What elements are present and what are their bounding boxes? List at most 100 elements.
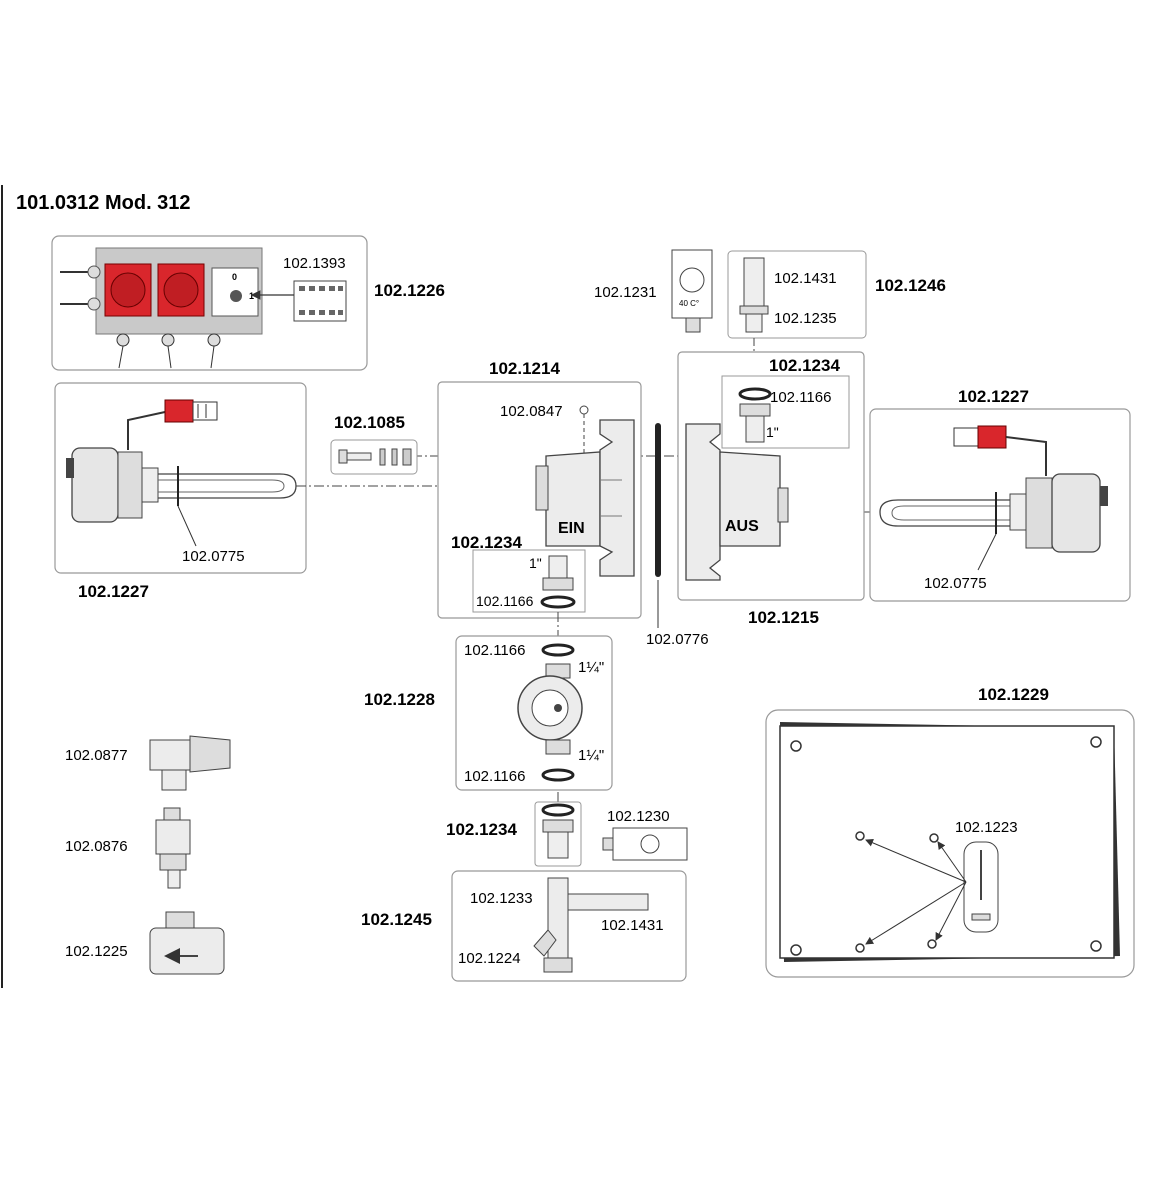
thermostat-1231-stem bbox=[685, 317, 701, 333]
label-102-1431-b: 102.1431 bbox=[601, 917, 664, 934]
bolt-washer-2 bbox=[391, 448, 398, 466]
valve-0877-group: 102.0877 bbox=[65, 735, 231, 791]
valve-1225-cap bbox=[165, 911, 195, 929]
cable-gland-2 bbox=[87, 297, 101, 311]
label-102-1215: 102.1215 bbox=[748, 608, 819, 627]
bolt-nut bbox=[402, 448, 412, 466]
vent-0876-cap bbox=[163, 807, 181, 821]
thermostat-temp-label: 40 C° bbox=[679, 299, 699, 308]
heater-left-frame bbox=[54, 382, 307, 574]
label-102-1228: 102.1228 bbox=[364, 690, 435, 709]
pump-seal-top bbox=[541, 643, 575, 657]
fitting-1234-a-thread bbox=[548, 555, 568, 579]
label-inch-1-a: 1" bbox=[529, 555, 542, 571]
label-ein: EIN bbox=[558, 520, 585, 537]
sleeve-1246-group: 102.1431 102.1235 102.1246 bbox=[727, 250, 946, 380]
label-102-0776: 102.0776 bbox=[646, 631, 709, 648]
label-102-1214: 102.1214 bbox=[489, 359, 560, 378]
tpiece-drain bbox=[533, 929, 557, 957]
heater-right-thread bbox=[1009, 493, 1027, 531]
tpiece-branch bbox=[567, 893, 649, 911]
fitting-1234-c-nut bbox=[542, 819, 574, 833]
red-socket-2-face bbox=[163, 272, 199, 308]
valve-0877-port bbox=[161, 769, 187, 791]
relay-terminals bbox=[299, 286, 343, 315]
pump-port-bottom bbox=[545, 739, 571, 755]
pump-screw bbox=[554, 704, 562, 712]
heater-right-head bbox=[1051, 473, 1101, 553]
label-102-1166-a: 102.1166 bbox=[476, 593, 534, 609]
switch-knob bbox=[230, 290, 242, 302]
tpiece-1245-group: 102.1245 102.1233 102.1224 102.1431 bbox=[361, 870, 687, 982]
fitting-1234-c-thread bbox=[547, 831, 569, 859]
label-102-1231: 102.1231 bbox=[594, 284, 657, 301]
vent-screw bbox=[579, 405, 589, 415]
inlet-flange bbox=[599, 419, 635, 577]
sleeve-1246-thread bbox=[743, 257, 765, 309]
label-102-1227-right: 102.1227 bbox=[958, 387, 1029, 406]
outlet-housing-group: 102.1234 102.1166 1" AUS 102.1215 bbox=[677, 351, 865, 627]
label-102-1234-c: 102.1234 bbox=[446, 820, 517, 839]
heater-left-plug-pins bbox=[192, 401, 218, 421]
label-102-1230: 102.1230 bbox=[607, 808, 670, 825]
heater-left-head bbox=[71, 447, 119, 523]
valve-0877-body bbox=[149, 739, 191, 771]
fitting-1234-c-seal bbox=[541, 803, 575, 817]
thermostat-1231-group: 102.1231 40 C° bbox=[594, 249, 713, 333]
heater-left-plug bbox=[164, 399, 194, 423]
diagram-title: 101.0312 Mod. 312 bbox=[16, 192, 191, 214]
heater-left-cap bbox=[66, 458, 74, 478]
label-102-1393: 102.1393 bbox=[283, 255, 346, 272]
heater-left-element-inner bbox=[158, 479, 285, 493]
cable-gland-1 bbox=[87, 265, 101, 279]
outlet-port bbox=[777, 487, 789, 523]
fitting-1234-b-thread bbox=[745, 415, 765, 443]
fitting-1234-b-seal bbox=[738, 387, 772, 401]
label-102-1233: 102.1233 bbox=[470, 890, 533, 907]
thermostat-1231-dial bbox=[679, 267, 705, 293]
heater-left-group: 102.0775 102.1227 bbox=[54, 382, 307, 601]
label-inch-1-b: 1" bbox=[766, 424, 779, 440]
pump-dial bbox=[531, 689, 569, 727]
bolts-group: 102.1085 bbox=[330, 413, 418, 475]
bolt-washer-1 bbox=[379, 448, 386, 466]
fitting-1234-a-nut bbox=[542, 577, 574, 591]
label-102-1234-a: 102.1234 bbox=[451, 533, 522, 552]
cover-plate-screws bbox=[790, 736, 1102, 956]
pump-group: 102.1228 102.1166 1¼" 1¼" 102.1166 bbox=[364, 635, 613, 791]
valve-0877-cap bbox=[189, 735, 231, 773]
label-102-0775-left: 102.0775 bbox=[182, 548, 245, 565]
label-102-1246: 102.1246 bbox=[875, 276, 946, 295]
switch-label-1: 1 bbox=[249, 291, 254, 301]
label-102-1166-d: 102.1166 bbox=[464, 768, 525, 785]
label-102-1166-c: 102.1166 bbox=[464, 642, 525, 659]
label-102-0775-right: 102.0775 bbox=[924, 575, 987, 592]
label-102-1245: 102.1245 bbox=[361, 910, 432, 929]
thermometer-1230-stem bbox=[602, 837, 614, 851]
heater-right-cable bbox=[1005, 436, 1047, 476]
vent-0876-thread bbox=[167, 869, 181, 889]
bottom-glands bbox=[116, 333, 221, 369]
red-socket-1-face bbox=[110, 272, 146, 308]
outlet-flange bbox=[685, 423, 721, 581]
inlet-port bbox=[535, 465, 549, 511]
vent-0876-base bbox=[159, 853, 187, 871]
thermometer-1230-group: 102.1230 bbox=[602, 808, 688, 861]
heater-right-gasket-leader bbox=[977, 533, 997, 571]
heater-right-element bbox=[879, 499, 1010, 527]
label-102-0847: 102.0847 bbox=[500, 403, 563, 420]
label-102-1085: 102.1085 bbox=[334, 413, 405, 432]
cover-plate bbox=[779, 725, 1115, 959]
heater-right-flange bbox=[1025, 477, 1053, 549]
label-102-1229: 102.1229 bbox=[978, 685, 1049, 704]
label-102-1227-left: 102.1227 bbox=[78, 582, 149, 601]
label-102-1431-a: 102.1431 bbox=[774, 270, 837, 287]
heater-left-gasket-leader bbox=[177, 505, 197, 547]
heater-right-cap bbox=[1100, 486, 1108, 506]
label-102-0877: 102.0877 bbox=[65, 747, 128, 764]
label-aus: AUS bbox=[725, 518, 759, 535]
sleeve-1246-tip bbox=[745, 313, 763, 333]
fitting-1234-b-nut bbox=[739, 403, 771, 417]
thermometer-1230-dial bbox=[640, 834, 660, 854]
